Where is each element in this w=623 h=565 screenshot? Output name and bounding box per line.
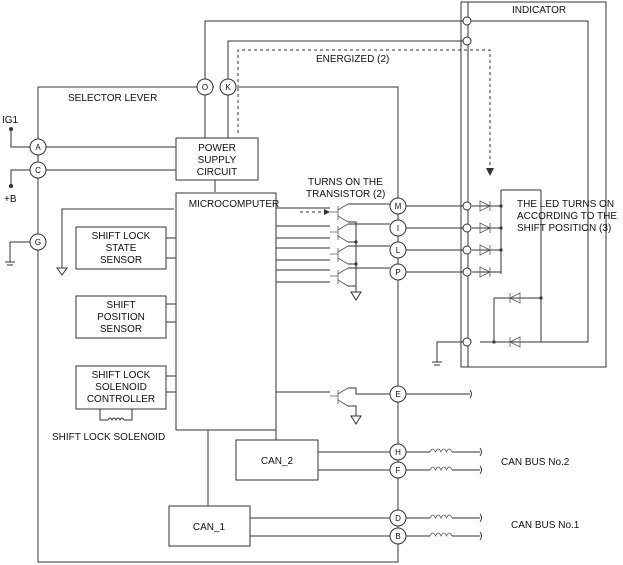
power-supply-label-line-1: POWER xyxy=(198,143,236,154)
terminal-e-label: E xyxy=(395,390,400,399)
power-supply-label-line-3: CIRCUIT xyxy=(197,167,238,178)
shift-lock-state-sensor-block: SHIFT LOCK STATE SENSOR xyxy=(75,226,167,270)
turns-on-label-line-1: TURNS ON THE xyxy=(308,177,383,188)
shift-position-sensor-line-3: SENSOR xyxy=(100,324,142,335)
terminal-f-label: F xyxy=(396,466,401,475)
terminal-o-label: O xyxy=(202,83,208,92)
shift-position-sensor-line-1: SHIFT xyxy=(107,300,136,311)
terminal-p: P xyxy=(389,263,407,281)
can-bus-2-label: CAN BUS No.2 xyxy=(501,457,570,468)
shift-lock-solenoid-controller-block: SHIFT LOCK SOLENOID CONTROLLER xyxy=(75,365,167,410)
terminal-f: F xyxy=(389,461,407,479)
terminal-k: K xyxy=(219,78,237,96)
shift-lock-solenoid-controller-line-2: SOLENOID xyxy=(95,382,147,393)
power-supply-circuit-block: POWER SUPPLY CIRCUIT xyxy=(175,137,259,181)
can-2-label: CAN_2 xyxy=(261,456,294,467)
plus-b-label: +B xyxy=(4,194,17,205)
led-label-line-3: SHIFT POSITION (3) xyxy=(517,223,611,234)
can-1-label: CAN_1 xyxy=(193,522,226,533)
shift-lock-solenoid-controller-line-1: SHIFT LOCK xyxy=(92,370,151,381)
turns-on-label-line-2: TRANSISTOR (2) xyxy=(306,189,385,200)
terminal-c-label: C xyxy=(35,166,41,175)
shift-position-sensor-block: SHIFT POSITION SENSOR xyxy=(75,295,167,339)
terminal-g-label: G xyxy=(35,238,41,247)
selector-lever-label: SELECTOR LEVER xyxy=(68,93,157,104)
led-label-line-2: ACCORDING TO THE xyxy=(517,211,617,222)
terminal-a-label: A xyxy=(35,143,41,152)
terminal-m-label: M xyxy=(395,202,402,211)
shift-lock-solenoid-label: SHIFT LOCK SOLENOID xyxy=(52,432,165,443)
terminal-l-label: L xyxy=(396,246,401,255)
microcomputer-label: MICROCOMPUTER xyxy=(189,199,280,210)
terminal-b-label: B xyxy=(395,532,400,541)
shift-lock-state-sensor-line-1: SHIFT LOCK xyxy=(92,231,151,242)
ig1-label: IG1 xyxy=(2,115,19,126)
wiring xyxy=(5,1,607,563)
can-2-block: CAN_2 xyxy=(235,439,319,481)
shift-lock-state-sensor-line-3: SENSOR xyxy=(100,255,142,266)
power-supply-label-line-2: SUPPLY xyxy=(198,155,237,166)
terminal-i: I xyxy=(389,219,407,237)
terminal-g: G xyxy=(29,233,47,251)
can-1-block: CAN_1 xyxy=(168,505,251,547)
terminal-b: B xyxy=(389,527,407,545)
microcomputer-block: MICROCOMPUTER xyxy=(175,192,280,431)
terminal-m: M xyxy=(389,197,407,215)
terminal-h: H xyxy=(389,443,407,461)
terminal-p-label: P xyxy=(395,268,400,277)
terminal-a: A xyxy=(29,138,47,156)
shift-lock-solenoid-controller-line-3: CONTROLLER xyxy=(87,394,155,405)
led-label-line-1: THE LED TURNS ON xyxy=(517,199,614,210)
indicator-label: INDICATOR xyxy=(512,5,566,16)
shift-position-sensor-line-2: POSITION xyxy=(97,312,145,323)
terminal-d: D xyxy=(389,509,407,527)
terminal-e: E xyxy=(389,385,407,403)
terminal-c: C xyxy=(29,161,47,179)
can-bus-1-label: CAN BUS No.1 xyxy=(511,520,580,531)
terminal-d-label: D xyxy=(395,514,401,523)
terminal-l: L xyxy=(389,241,407,259)
energized-label: ENERGIZED (2) xyxy=(316,54,389,65)
terminal-k-label: K xyxy=(225,83,231,92)
terminal-i-label: I xyxy=(397,224,399,233)
terminal-h-label: H xyxy=(395,448,401,457)
shift-lock-state-sensor-line-2: STATE xyxy=(106,243,137,254)
terminal-o: O xyxy=(196,78,214,96)
